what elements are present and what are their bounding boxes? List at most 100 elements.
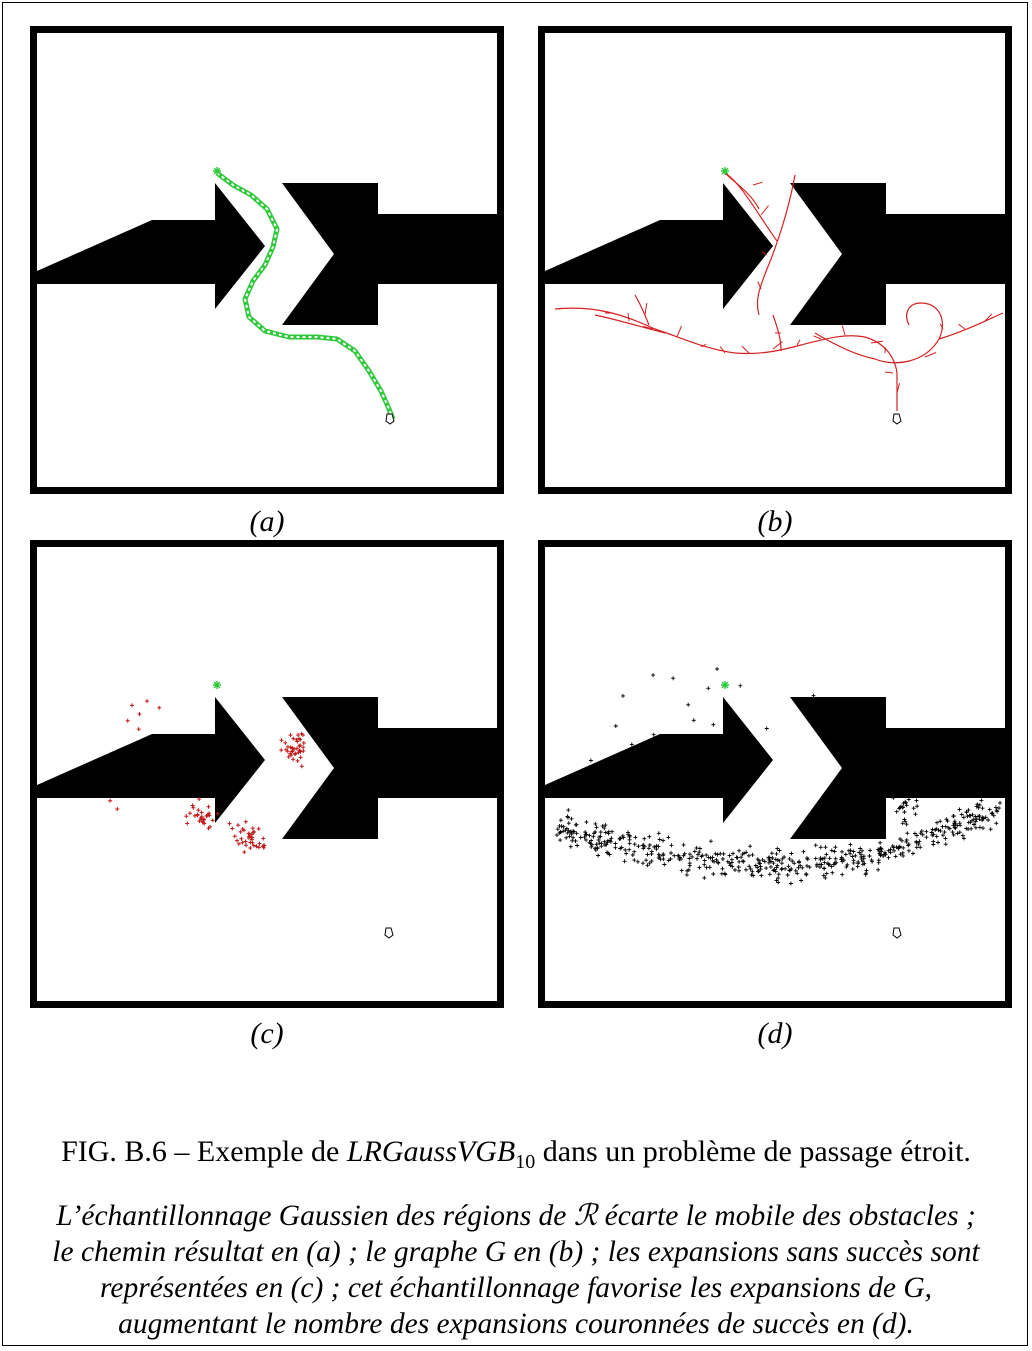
success-sample <box>829 848 834 853</box>
success-sample <box>695 856 699 861</box>
failed-sample <box>145 699 149 704</box>
success-sample <box>613 724 618 728</box>
tree-twig <box>885 371 894 374</box>
failed-sample <box>215 811 220 816</box>
failed-sample <box>197 797 202 801</box>
success-sample <box>609 836 614 841</box>
success-sample <box>785 873 790 877</box>
success-sample <box>731 851 735 856</box>
success-sample <box>800 865 805 870</box>
success-sample <box>822 860 827 865</box>
success-sample <box>783 866 788 871</box>
subfigure-label-c: (c) <box>250 1017 284 1050</box>
success-sample <box>662 862 667 867</box>
success-sample <box>566 815 570 820</box>
failed-sample <box>288 751 293 756</box>
success-sample <box>916 842 921 847</box>
success-sample <box>645 863 650 868</box>
success-sample <box>935 820 939 825</box>
obstacles <box>545 697 1005 839</box>
success-sample <box>633 835 638 840</box>
success-sample <box>597 835 602 840</box>
goal-robot-icon <box>892 927 902 939</box>
success-sample <box>627 834 632 839</box>
success-sample <box>588 758 593 763</box>
success-sample <box>973 819 978 824</box>
success-sample <box>976 805 981 810</box>
failed-sample <box>286 754 291 759</box>
success-sample <box>953 826 958 831</box>
failed-sample <box>260 844 265 849</box>
success-sample <box>777 848 782 853</box>
failed-sample <box>290 748 295 753</box>
success-sample <box>679 868 684 873</box>
failed-sample <box>188 811 192 816</box>
tree-twig <box>870 340 883 344</box>
failed-sample <box>301 741 306 745</box>
success-sample <box>878 840 883 845</box>
success-sample <box>898 837 903 841</box>
success-sample <box>797 859 802 864</box>
success-sample <box>943 836 948 841</box>
success-sample <box>901 805 906 810</box>
success-sample <box>622 859 627 864</box>
tree-edge <box>938 312 1004 340</box>
failed-sample <box>297 744 302 749</box>
success-sample <box>977 803 982 808</box>
success-sample <box>720 866 725 871</box>
success-sample <box>589 844 594 849</box>
panel-a <box>30 26 504 494</box>
success-sample <box>911 782 916 787</box>
success-sample <box>975 802 980 807</box>
success-sample <box>911 806 916 811</box>
success-sample <box>833 856 838 861</box>
success-sample <box>988 827 993 832</box>
success-sample <box>952 819 957 824</box>
success-sample <box>758 867 763 872</box>
success-sample <box>890 844 895 848</box>
caption-line: L’échantillonnage Gaussien des régions d… <box>56 1200 976 1232</box>
success-sample <box>951 823 956 828</box>
success-sample <box>818 865 822 870</box>
success-sample <box>654 847 659 852</box>
caption-dash: – <box>174 1135 190 1168</box>
success-sample <box>636 844 641 849</box>
success-sample <box>657 854 662 858</box>
success-sample <box>804 872 809 877</box>
success-sample <box>981 826 985 831</box>
failed-sample <box>137 712 142 717</box>
success-sample <box>901 801 906 806</box>
success-sample <box>582 835 587 840</box>
failed-sample <box>206 804 211 809</box>
tree-twig <box>772 341 783 350</box>
success-sample <box>936 840 940 845</box>
failed-sample <box>256 845 261 850</box>
failed-sample <box>246 835 251 840</box>
caption-text-before: Exemple de <box>196 1135 340 1168</box>
caption-number: B.6 <box>124 1135 167 1168</box>
success-sample <box>843 852 848 857</box>
tree-twig <box>719 346 726 354</box>
success-sample <box>821 873 826 878</box>
success-sample <box>979 798 984 803</box>
success-sample <box>593 846 597 851</box>
success-sample <box>918 831 923 836</box>
success-sample <box>947 826 952 831</box>
success-sample <box>734 855 739 860</box>
success-sample <box>901 853 906 858</box>
subfigure-label-d: (d) <box>757 1017 793 1050</box>
success-sample <box>951 832 956 837</box>
success-sample <box>782 855 787 859</box>
success-sample <box>760 857 765 862</box>
success-sample <box>608 839 613 844</box>
success-sample <box>711 722 716 727</box>
success-sample <box>722 871 727 876</box>
success-sample <box>820 856 825 861</box>
success-sample <box>605 850 609 855</box>
success-sample <box>898 852 903 857</box>
success-sample <box>606 829 611 834</box>
success-sample <box>656 831 661 836</box>
success-sample <box>677 857 682 862</box>
success-sample <box>684 872 689 877</box>
success-sample <box>867 854 872 858</box>
